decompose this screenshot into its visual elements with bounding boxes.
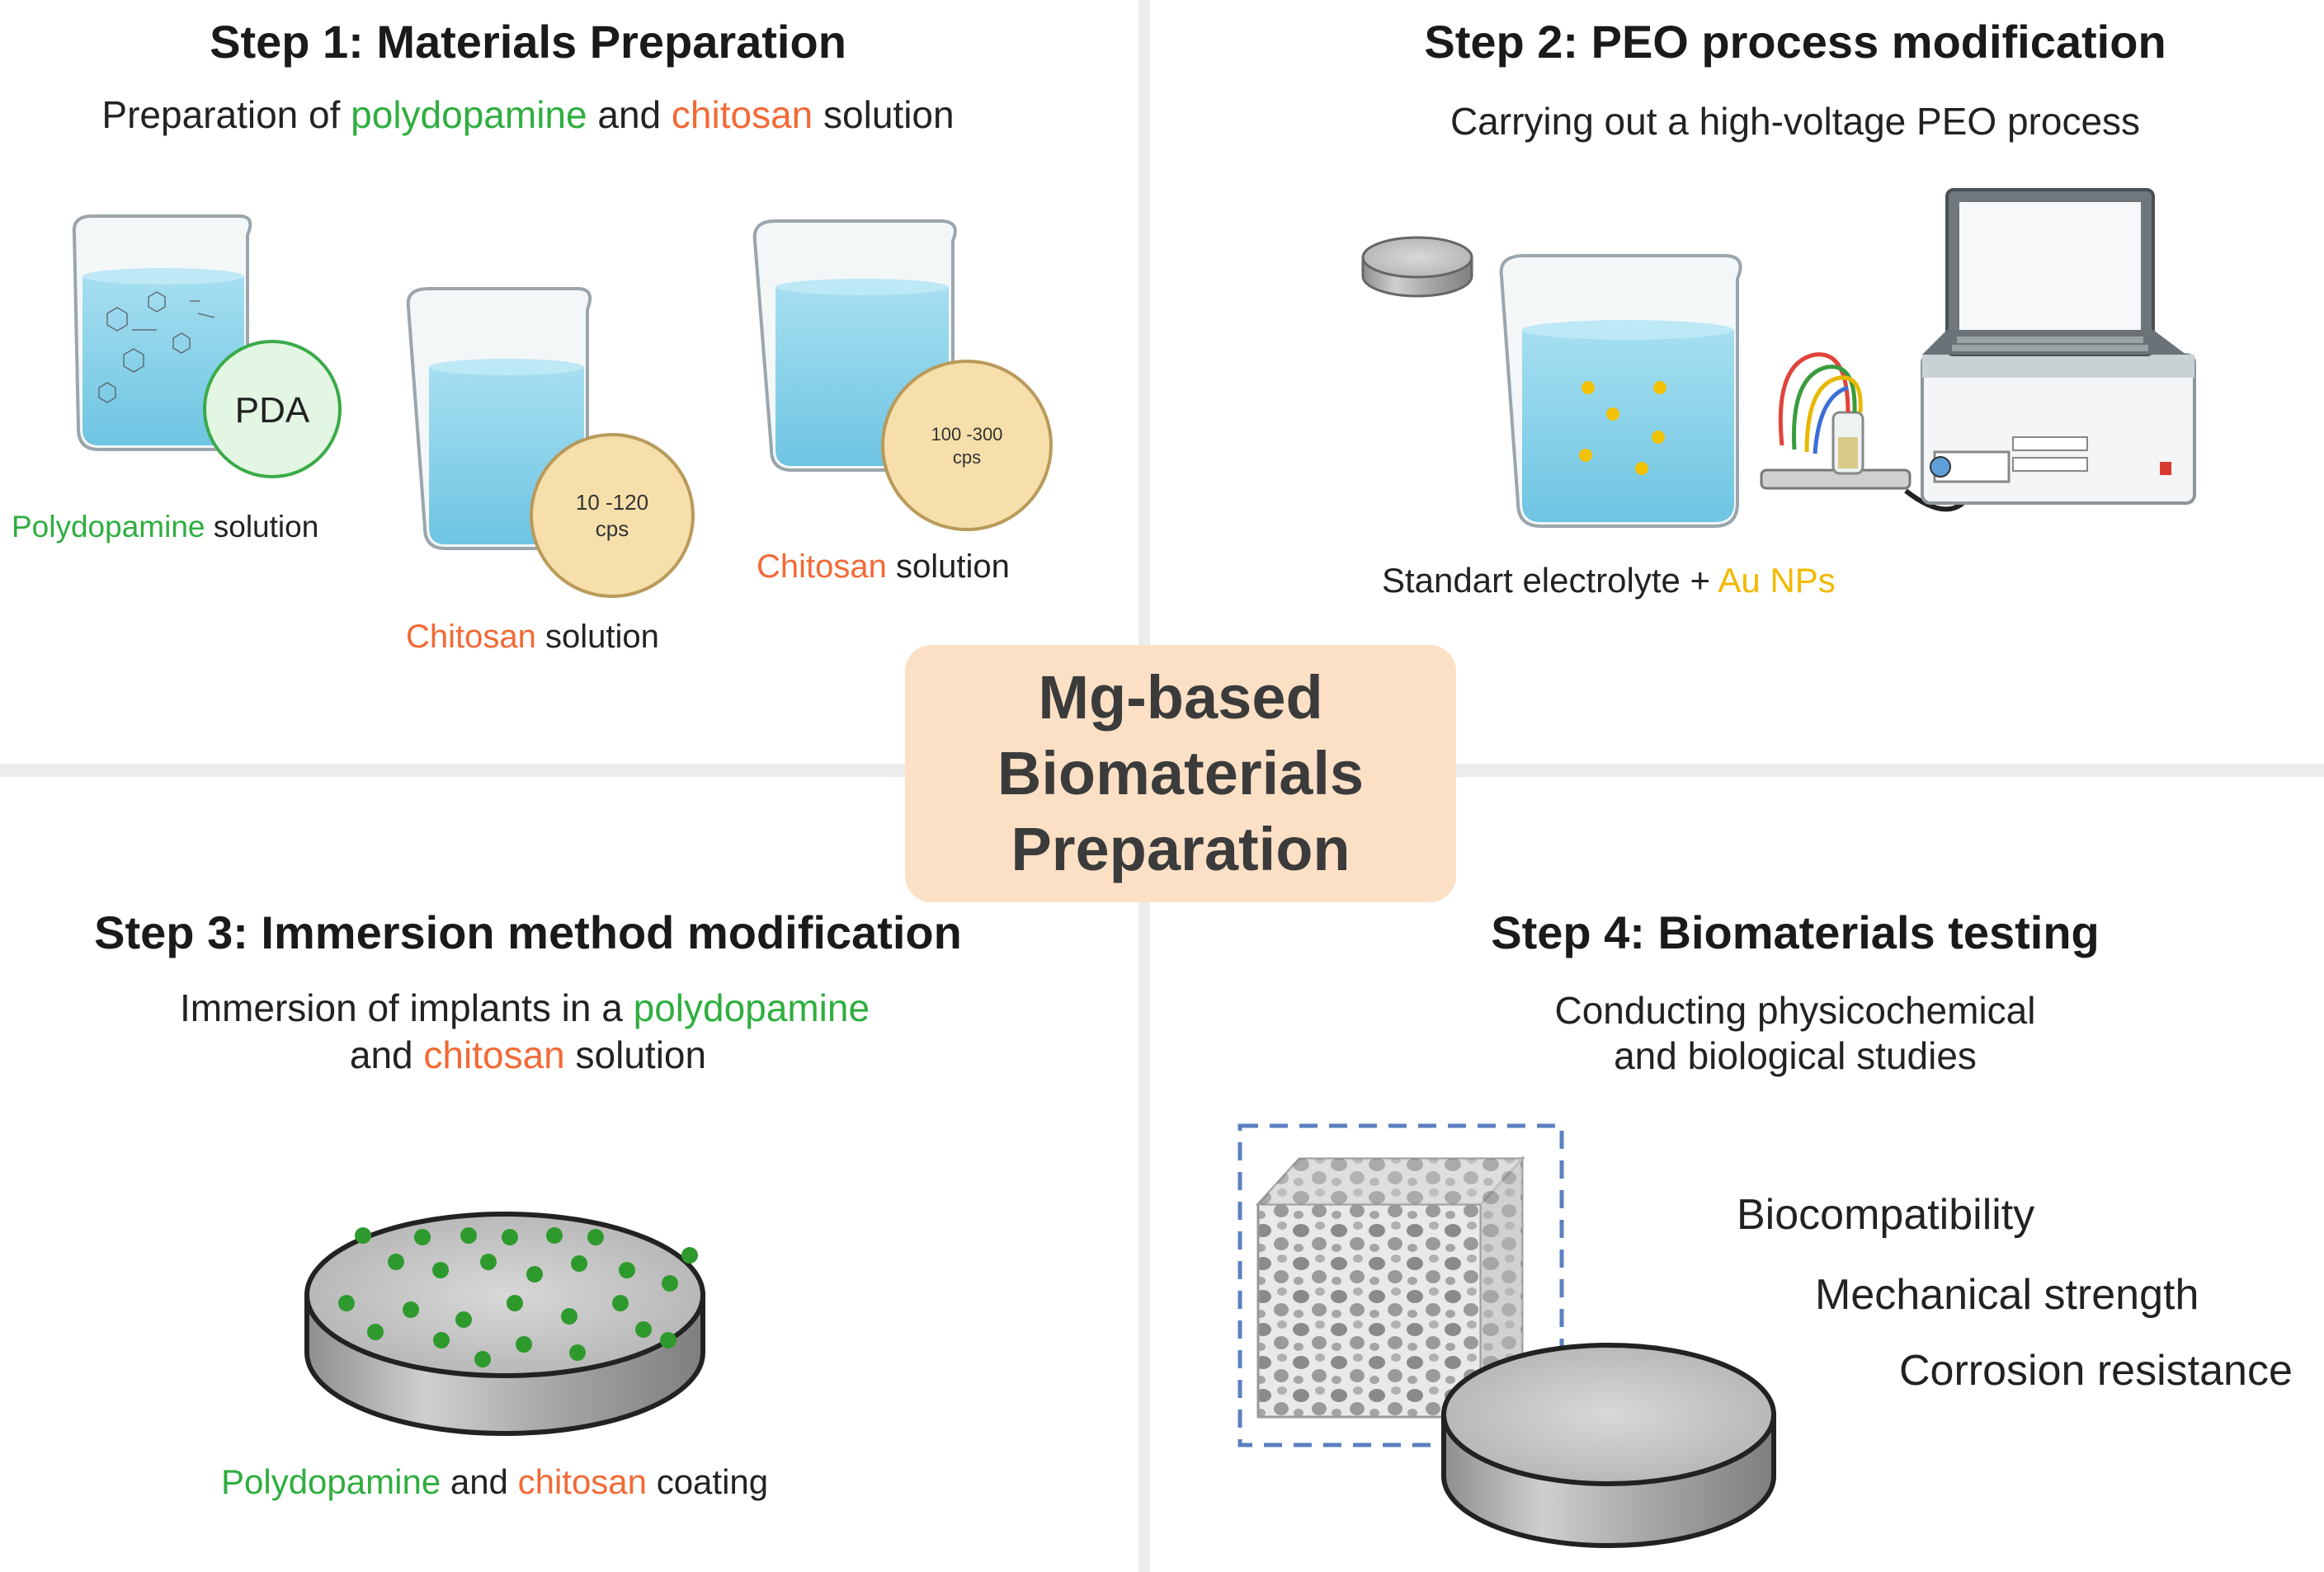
caption-chitosan-solution-1: Chitosan solution xyxy=(406,619,659,655)
step2-title: Step 2: PEO process modification xyxy=(1424,16,2166,68)
porous-scaffold-cube xyxy=(1255,1155,1525,1420)
step4-title: Step 4: Biomaterials testing xyxy=(1491,906,2100,958)
label-mechanical-strength: Mechanical strength xyxy=(1815,1271,2199,1319)
badge-viscosity-high: 100 -300 cps xyxy=(881,360,1053,531)
step4-subtitle-line1: Conducting physicochemical xyxy=(1554,989,2036,1032)
step1-title: Step 1: Materials Preparation xyxy=(210,16,846,68)
mg-disc-small xyxy=(1361,236,1473,298)
svg-text:PDA: PDA xyxy=(235,390,310,431)
testing-dashed-frame xyxy=(1237,1123,1564,1447)
coated-implant-disc xyxy=(304,1212,705,1436)
center-title-box: Mg-based Biomaterials Preparation xyxy=(905,645,1456,902)
label-corrosion-resistance: Corrosion resistance xyxy=(1899,1347,2293,1395)
svg-text:100 -300: 100 -300 xyxy=(931,424,1003,445)
caption-polydopamine-solution: Polydopamine solution xyxy=(12,510,319,544)
svg-text:cps: cps xyxy=(953,447,981,468)
step3-title: Step 3: Immersion method modification xyxy=(94,906,962,958)
svg-text:cps: cps xyxy=(596,516,629,541)
step1-subtitle: Preparation of polydopamine and chitosan… xyxy=(101,93,955,136)
label-biocompatibility: Biocompatibility xyxy=(1737,1191,2035,1239)
step3-subtitle-line1: Immersion of implants in a polydopamine xyxy=(179,986,870,1029)
caption-chitosan-solution-2: Chitosan solution xyxy=(757,548,1010,585)
badge-viscosity-low: 10 -120 cps xyxy=(530,433,695,598)
caption-coating: Polydopamine and chitosan coating xyxy=(221,1462,769,1501)
step4-subtitle-line2: and biological studies xyxy=(1614,1034,1977,1077)
laptop-power-supply xyxy=(1921,188,2196,505)
caption-standard-electrolyte: Standart electrolyte + Au NPs xyxy=(1382,561,1836,600)
center-title-line: Mg-based xyxy=(1038,663,1323,732)
step3-subtitle-line2: and chitosan solution xyxy=(349,1033,707,1076)
beaker-electrolyte xyxy=(1499,254,1742,528)
mg-implant-disc xyxy=(1441,1343,1776,1548)
svg-text:10 -120: 10 -120 xyxy=(576,490,648,515)
step2-subtitle: Carrying out a high-voltage PEO process xyxy=(1450,100,2141,143)
electrode-stand xyxy=(1760,352,1982,512)
badge-pda: PDA xyxy=(203,340,342,478)
center-title-line: Biomaterials xyxy=(997,739,1365,807)
center-title-line: Preparation xyxy=(1011,815,1351,883)
